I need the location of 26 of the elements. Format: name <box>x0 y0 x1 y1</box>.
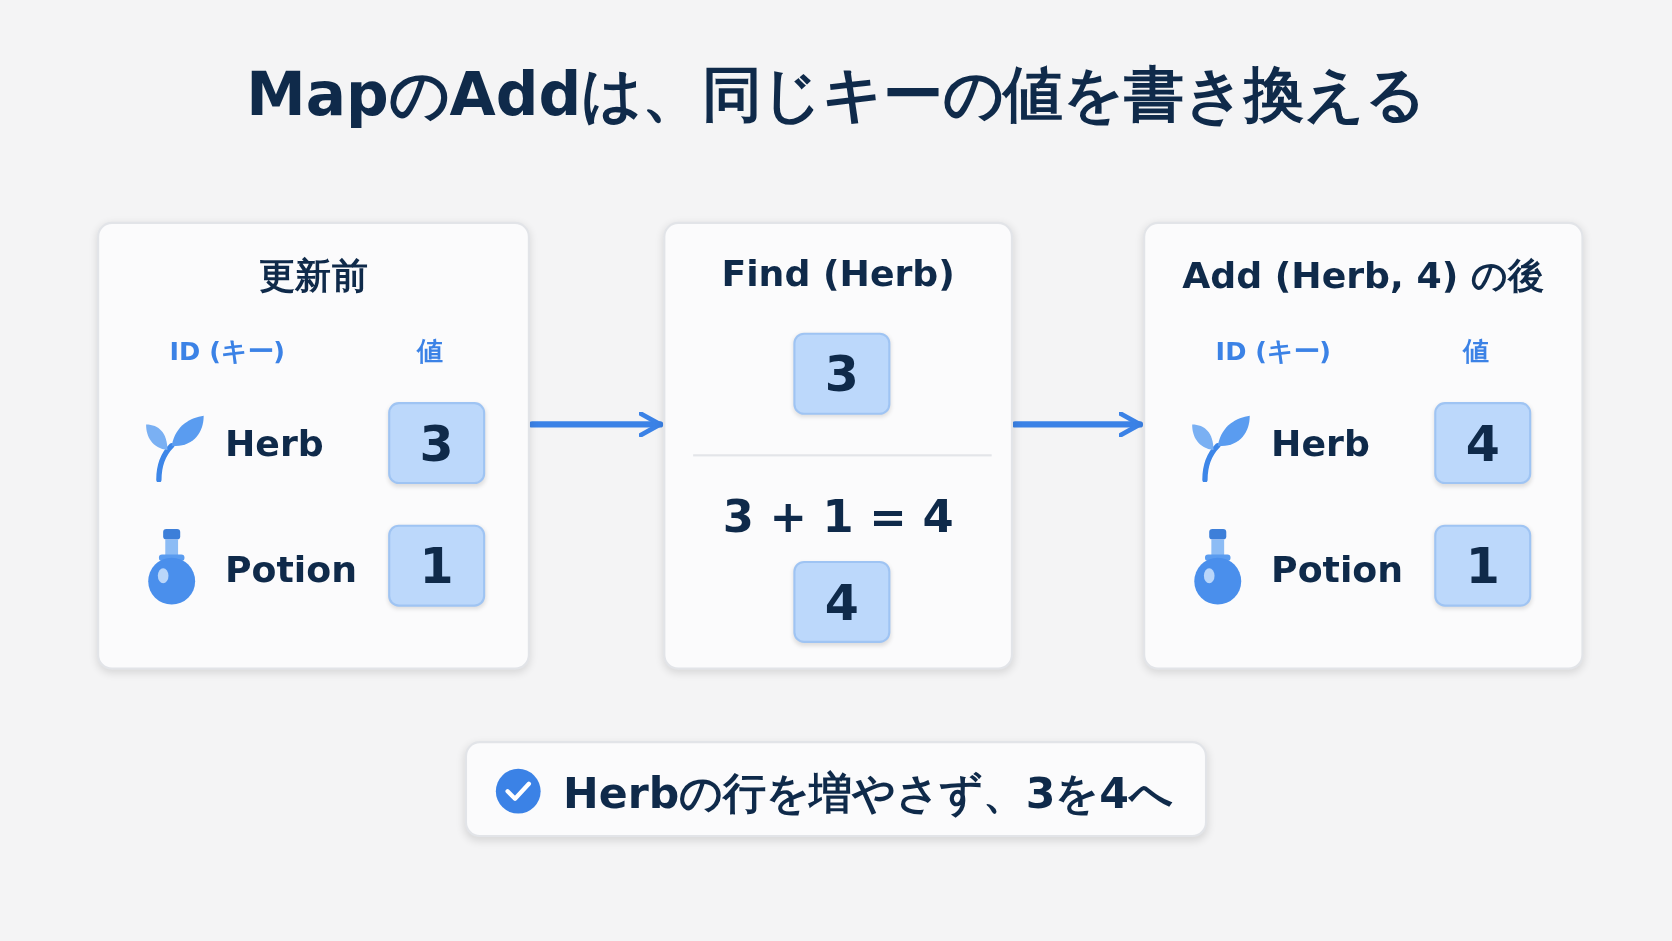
value-box: 1 <box>1434 524 1532 607</box>
note-text: Herbの行を増やさず、3を4へ <box>563 767 1173 820</box>
value-box: 1 <box>388 524 486 607</box>
item-label: Potion <box>1271 548 1403 591</box>
note-box <box>464 741 1208 838</box>
card-panel <box>663 221 1013 670</box>
value-box: 3 <box>388 402 486 485</box>
card-panel <box>97 221 530 670</box>
title: MapのAddは、同じキーの値を書き換える <box>245 58 1427 132</box>
column-header: ID (キー) <box>1215 335 1331 369</box>
value-box: 3 <box>793 332 891 415</box>
arrow <box>528 411 664 438</box>
item-label: Potion <box>225 548 357 591</box>
arrow <box>1011 411 1144 438</box>
item-label: Herb <box>225 422 324 465</box>
card-heading: 更新前 <box>258 252 369 299</box>
column-header: 値 <box>416 335 443 369</box>
item-label: Herb <box>1271 422 1370 465</box>
card-panel <box>1143 221 1584 670</box>
value-box: 4 <box>793 560 891 643</box>
column-header: ID (キー) <box>169 335 285 369</box>
card-heading: Add (Herb, 4) の後 <box>1181 252 1546 299</box>
equation: 3 + 1 = 4 <box>721 490 955 543</box>
card-heading: Find (Herb) <box>720 251 956 295</box>
column-header: 値 <box>1463 335 1489 369</box>
value-box: 4 <box>1434 402 1532 485</box>
